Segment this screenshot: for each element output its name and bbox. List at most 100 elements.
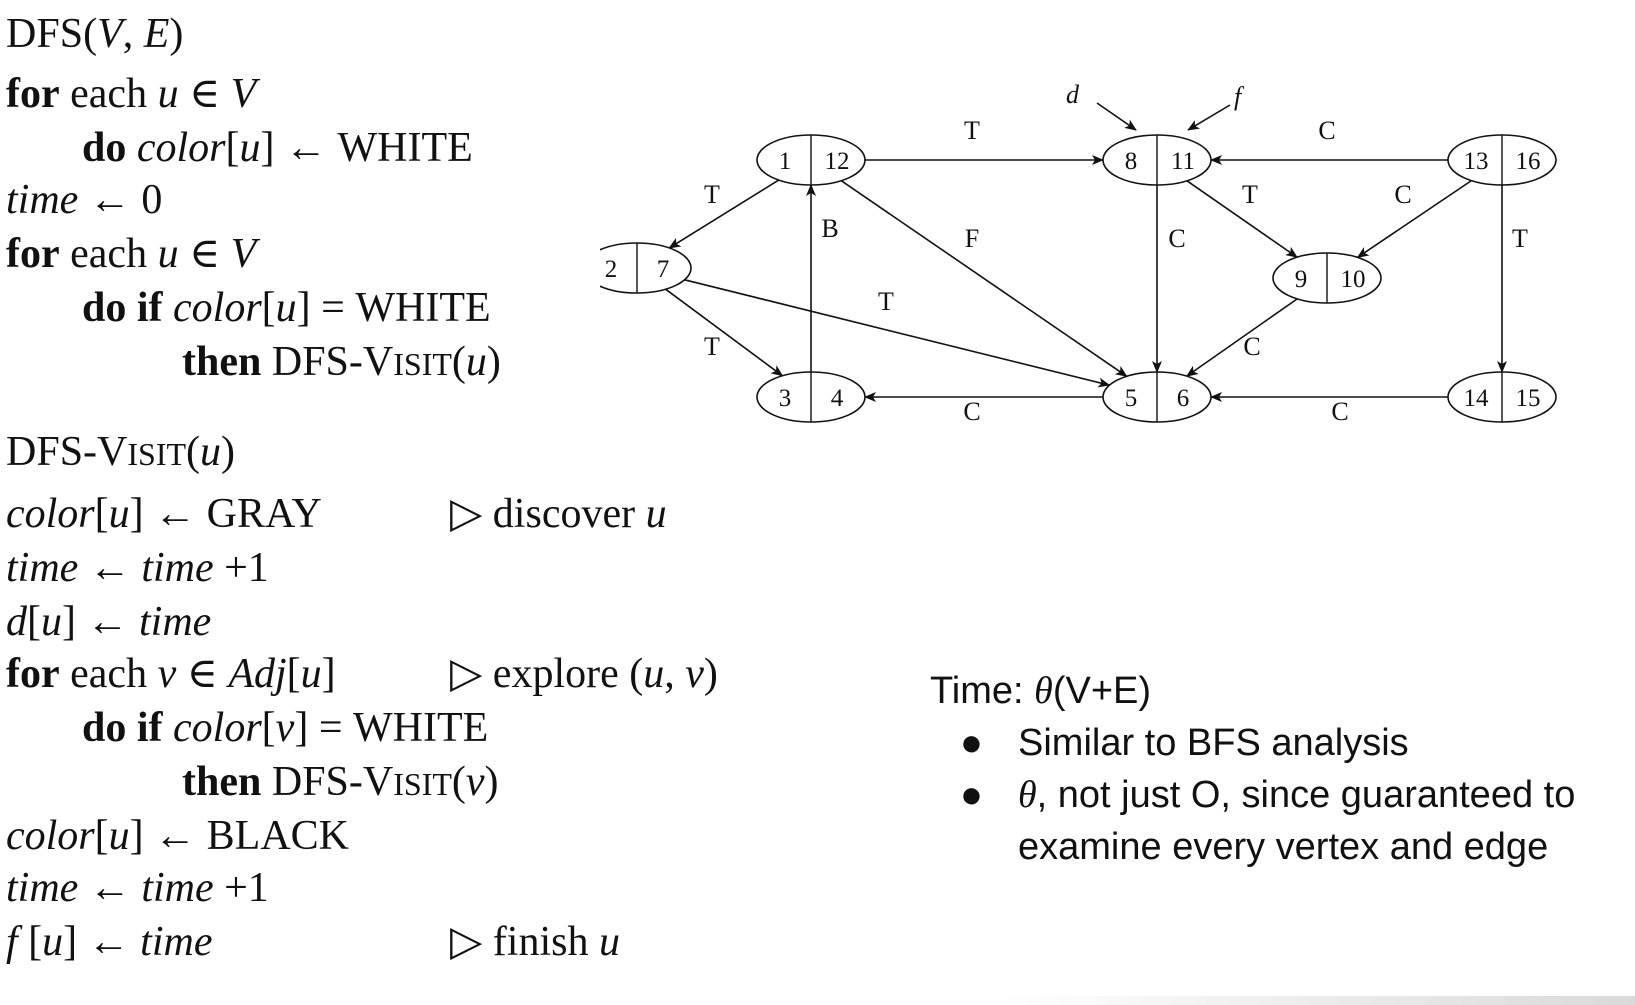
var: u <box>42 919 64 965</box>
var: u <box>643 651 665 697</box>
var: color <box>173 705 262 751</box>
edge-arrow <box>1185 298 1298 377</box>
var: time <box>141 545 214 591</box>
visit-line-6: do if color[v] = WHITE <box>82 704 488 752</box>
var: time <box>6 865 79 911</box>
text: ) <box>486 339 501 385</box>
paren: ) <box>169 11 184 57</box>
visit-header: DFS-VISIT(u) <box>6 428 235 478</box>
keyword: then <box>182 759 262 805</box>
visit-line-9: time ← time +1 <box>6 864 269 912</box>
comment-discover: ▷ discover u <box>450 490 667 538</box>
text: [ <box>27 599 41 645</box>
var: u <box>108 813 130 859</box>
edge-arrow <box>1356 179 1472 259</box>
dfs-line-4: time ← 0 <box>6 176 162 224</box>
var: time <box>141 865 214 911</box>
proc-name: DFS-V <box>6 429 128 475</box>
text: each <box>59 71 158 117</box>
text: [ <box>94 491 109 537</box>
edge-label: C <box>1168 224 1185 253</box>
dfs-line-7: then DFS-VISIT(u) <box>182 338 501 388</box>
constant: GRAY <box>206 491 322 537</box>
time-analysis: Time: θ(V+E) ● Similar to BFS analysis ●… <box>930 665 1610 873</box>
var: v <box>685 651 704 697</box>
var: u <box>200 429 222 475</box>
finish-time: 11 <box>1171 148 1195 175</box>
paren: ( <box>83 11 98 57</box>
constant: WHITE <box>355 285 491 331</box>
text: ∈ <box>178 231 231 277</box>
list-item: ● Similar to BFS analysis <box>930 717 1610 769</box>
var: u <box>275 285 297 331</box>
pointer-label-d: d <box>1066 80 1080 109</box>
edge-label: T <box>704 332 720 361</box>
edge-label: C <box>1394 180 1411 209</box>
text: ( <box>451 759 466 805</box>
keyword: for <box>6 71 60 117</box>
var: v <box>157 651 177 697</box>
keyword: then <box>182 339 262 385</box>
dfs-line-2: for each u ∈ V <box>6 70 256 118</box>
discovery-time: 8 <box>1125 148 1138 175</box>
text: ← <box>78 865 142 911</box>
discovery-time: 1 <box>779 148 792 175</box>
finish-time: 6 <box>1177 385 1190 412</box>
var: V <box>230 231 257 277</box>
visit-line-2: color[u] ← GRAY <box>6 490 322 538</box>
vertex-node: 8 11 <box>1102 134 1212 186</box>
list-item: ● θ, not just O, since guaranteed to exa… <box>930 769 1610 873</box>
keyword: do if <box>82 705 163 751</box>
text: DFS-V <box>261 759 394 805</box>
time-label: Time: <box>930 670 1035 712</box>
small-caps: ISIT <box>127 436 187 472</box>
var: u <box>645 491 667 537</box>
text: DFS-V <box>261 339 394 385</box>
text: +1 <box>213 865 269 911</box>
text: [ <box>261 285 276 331</box>
small-caps: ISIT <box>393 766 452 802</box>
var: color <box>6 491 95 537</box>
pointer-label-f: f <box>1234 82 1245 111</box>
constant: WHITE <box>353 705 489 751</box>
text <box>163 705 174 751</box>
text: ] ← <box>260 125 338 171</box>
dfs-line-5: for each u ∈ V <box>6 230 256 278</box>
visit-line-3: time ← time +1 <box>6 544 269 592</box>
var: u <box>41 599 62 645</box>
text: ] <box>321 651 336 697</box>
edge-label: C <box>1331 397 1348 426</box>
text: [ <box>286 651 301 697</box>
text: ] ← <box>129 491 207 537</box>
text: each <box>59 231 158 277</box>
finish-time: 4 <box>831 385 844 412</box>
var: color <box>136 125 226 171</box>
var: V <box>230 71 257 117</box>
edge-arrow <box>665 288 784 377</box>
text: ← <box>78 545 142 591</box>
var: u <box>598 919 620 965</box>
var: u <box>157 71 179 117</box>
text: ] ← <box>62 599 139 645</box>
visit-line-10: f [u] ← time <box>6 918 212 966</box>
edge-label: C <box>1318 116 1335 145</box>
var: time <box>6 545 79 591</box>
keyword: for <box>6 231 60 277</box>
paren: ( <box>186 429 201 475</box>
finish-time: 16 <box>1516 148 1541 175</box>
discovery-time: 3 <box>779 385 792 412</box>
var: u <box>157 231 179 277</box>
comma: , <box>122 11 144 57</box>
text: [ <box>17 919 43 965</box>
text: ] = <box>296 285 356 331</box>
text: ] ← <box>63 919 141 965</box>
finish-time: 7 <box>657 256 670 283</box>
text: ▷ finish <box>450 919 599 965</box>
var: color <box>6 813 95 859</box>
comment-finish: ▷ finish u <box>450 918 620 966</box>
keyword: do <box>82 125 127 171</box>
finish-time: 12 <box>825 148 850 175</box>
